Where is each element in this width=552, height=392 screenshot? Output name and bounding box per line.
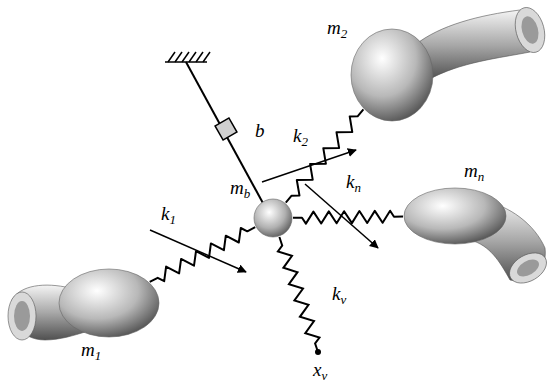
spring	[286, 109, 364, 202]
damper	[186, 62, 264, 205]
variable-arrow	[262, 150, 356, 182]
mass-body: m1	[58, 268, 160, 338]
mass-label: m2	[326, 18, 348, 40]
mass-shape	[253, 198, 293, 238]
terminal-label: xv	[312, 360, 328, 382]
spring-label: kn	[345, 172, 362, 194]
mass-body: mn	[403, 187, 507, 245]
spring-label: kv	[331, 284, 347, 306]
damper-label: b	[254, 121, 266, 140]
mass-shape	[350, 28, 434, 122]
terminal-dot	[315, 349, 321, 355]
mass-label: mn	[463, 161, 485, 183]
mass-shape	[403, 187, 507, 245]
spring	[150, 227, 256, 282]
mass-shape	[58, 268, 160, 338]
mass-body: m2	[350, 28, 434, 122]
mass-ball: mb	[253, 198, 293, 238]
ground	[165, 52, 210, 62]
spring-label: k1	[160, 204, 177, 226]
variable-arrow	[150, 230, 246, 272]
variable-arrow	[305, 184, 378, 248]
spring	[278, 237, 320, 352]
mass-label: mb	[229, 178, 251, 200]
mass-label: m1	[80, 340, 102, 362]
mass-tail	[415, 4, 549, 80]
spring-label: k2	[292, 126, 309, 148]
